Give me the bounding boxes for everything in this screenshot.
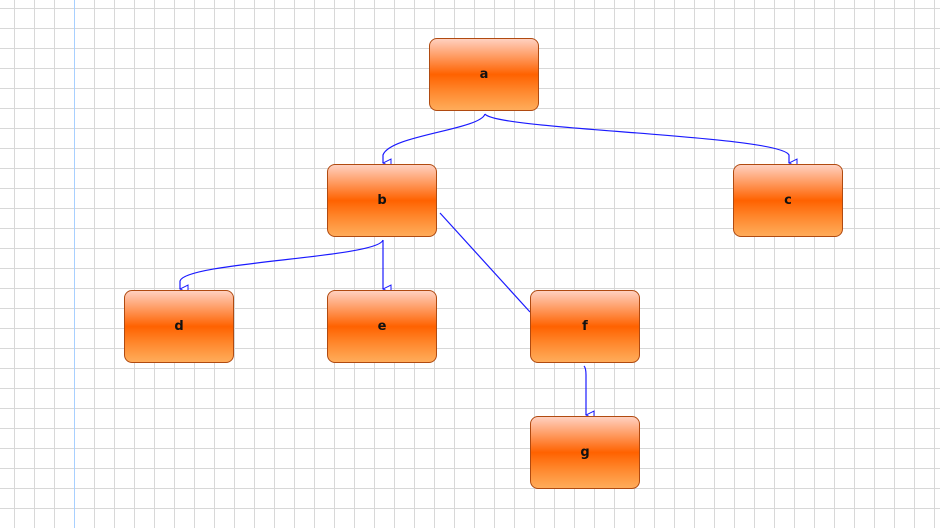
node-label: b — [377, 193, 387, 208]
node-label: e — [377, 319, 387, 334]
node-f[interactable]: f — [530, 290, 640, 363]
node-label: d — [174, 319, 184, 334]
node-d[interactable]: d — [124, 290, 234, 363]
node-a[interactable]: a — [429, 38, 539, 111]
guide-line — [74, 0, 75, 528]
node-label: a — [479, 67, 489, 82]
node-label: g — [580, 445, 590, 460]
node-c[interactable]: c — [733, 164, 843, 237]
edge-b-f[interactable] — [439, 212, 531, 313]
node-b[interactable]: b — [327, 164, 437, 237]
node-e[interactable]: e — [327, 290, 437, 363]
edge-b-d[interactable] — [180, 239, 384, 289]
edge-a-b[interactable] — [383, 113, 486, 163]
node-g[interactable]: g — [530, 416, 640, 489]
edge-a-c[interactable] — [484, 113, 789, 163]
node-label: c — [784, 193, 792, 208]
edge-f-g[interactable] — [583, 365, 586, 415]
node-label: f — [582, 319, 588, 334]
